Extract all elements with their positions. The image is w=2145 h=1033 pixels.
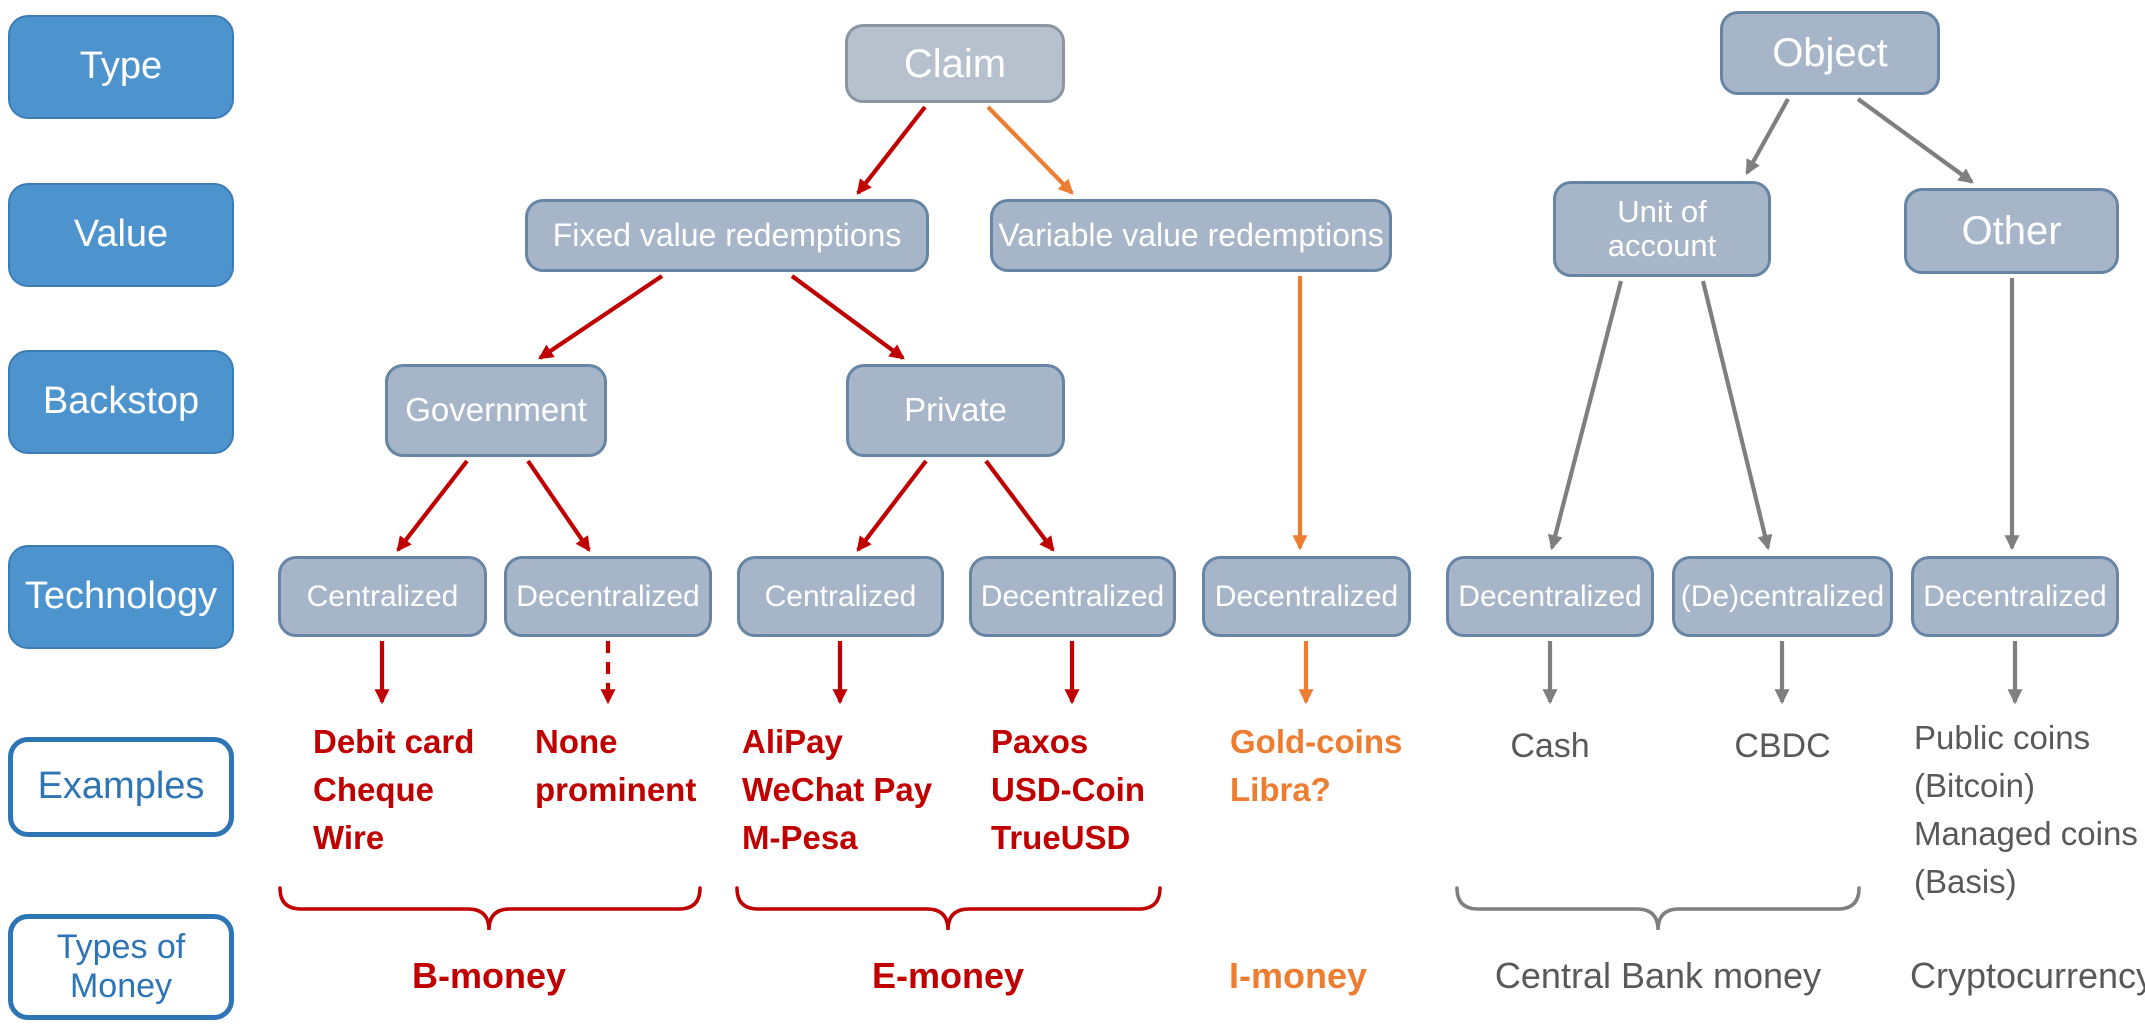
arrow-government-to-centralized [396, 459, 469, 552]
example-line: CBDC [1734, 727, 1831, 765]
money-type-cryptocurrency: Cryptocurrency [1909, 955, 2145, 996]
example-line: Wire [313, 818, 385, 856]
row-label-technology: Technology [8, 545, 234, 649]
examples-cash: Cash [1446, 722, 1654, 771]
row-label-type: Type [8, 15, 234, 119]
node-fixed-value-redemptions: Fixed value redemptions [525, 199, 929, 272]
row-label-types-of-money: Types of Money [8, 914, 234, 1020]
example-line: USD-Coin [991, 770, 1145, 808]
arrow-government-to-decentralized [526, 459, 591, 552]
row-label-backstop: Backstop [8, 350, 234, 454]
node-variable-value-redemptions: Variable value redemptions [990, 199, 1392, 272]
example-line: TrueUSD [991, 818, 1131, 856]
example-line: (Basis) [1914, 862, 2017, 900]
node-claim: Claim [845, 24, 1065, 103]
money-type-central-bank: Central Bank money [1494, 955, 1822, 996]
example-line: Cheque [313, 770, 435, 808]
arrow-claim-to-variable [986, 105, 1074, 195]
example-line: Paxos [991, 723, 1089, 760]
example-line: Gold-coins [1230, 723, 1403, 760]
node-tech-private-decentralized: Decentralized [969, 556, 1176, 637]
node-tech-other-decentralized: Decentralized [1911, 556, 2119, 637]
examples-variable-decentralized: Gold-coins Libra? [1230, 718, 1402, 814]
node-tech-unit-decentralized: Decentralized [1446, 556, 1654, 637]
examples-gov-centralized: Debit card Cheque Wire [313, 718, 474, 862]
brace-central-bank-money [1455, 886, 1861, 931]
example-line: (Bitcoin) [1914, 766, 2036, 804]
node-unit-of-account-line1: Unit of [1617, 193, 1707, 229]
arrow-private-to-decentralized [984, 459, 1055, 552]
arrow-fixed-to-government [538, 274, 664, 360]
node-unit-of-account: Unit of account [1553, 181, 1771, 277]
examples-cbdc: CBDC [1672, 722, 1893, 771]
example-line: M-Pesa [742, 818, 858, 856]
node-private: Private [846, 364, 1065, 457]
brace-b-money [278, 886, 702, 931]
arrow-object-to-other [1856, 97, 1974, 184]
node-other: Other [1904, 188, 2119, 274]
arrow-private-to-centralized [856, 459, 928, 552]
node-object: Object [1720, 11, 1940, 95]
arrow-unit-to-decentralized [1547, 280, 1624, 551]
example-line: AliPay [742, 723, 843, 760]
node-tech-gov-centralized: Centralized [278, 556, 487, 637]
money-type-i-money: I-money [1228, 955, 1368, 996]
node-tech-variable-decentralized: Decentralized [1202, 556, 1411, 637]
row-label-types-line2: Money [69, 967, 173, 1005]
example-line: prominent [535, 770, 697, 808]
example-line: WeChat Pay [742, 770, 933, 808]
brace-e-money [735, 886, 1162, 931]
node-tech-gov-decentralized: Decentralized [504, 556, 712, 637]
examples-private-centralized: AliPay WeChat Pay M-Pesa [742, 718, 932, 862]
money-type-b-money: B-money [411, 955, 567, 996]
examples-other-decentralized: Public coins (Bitcoin) Managed coins (Ba… [1914, 714, 2138, 905]
examples-private-decentralized: Paxos USD-Coin TrueUSD [991, 718, 1145, 862]
arrow-unit-to-de-centralized [1700, 280, 1773, 551]
node-tech-unit-de-centralized: (De)centralized [1672, 556, 1893, 637]
example-line: Cash [1510, 727, 1590, 765]
arrow-fixed-to-private [790, 274, 905, 360]
example-line: Debit card [313, 723, 475, 760]
example-line: Libra? [1230, 770, 1331, 808]
row-label-examples: Examples [8, 737, 234, 837]
examples-gov-decentralized: None prominent [535, 718, 696, 814]
money-type-e-money: E-money [871, 955, 1025, 996]
node-government: Government [385, 364, 607, 457]
node-tech-private-centralized: Centralized [737, 556, 944, 637]
arrow-object-to-unit-of-account [1745, 97, 1790, 175]
row-label-value: Value [8, 183, 234, 287]
example-line: Public coins [1914, 719, 2091, 756]
node-unit-of-account-line2: account [1607, 228, 1717, 263]
arrow-claim-to-fixed [856, 105, 927, 195]
example-line: Managed coins [1914, 814, 2138, 852]
example-line: None [535, 723, 618, 760]
row-label-types-line1: Types of [56, 927, 186, 966]
